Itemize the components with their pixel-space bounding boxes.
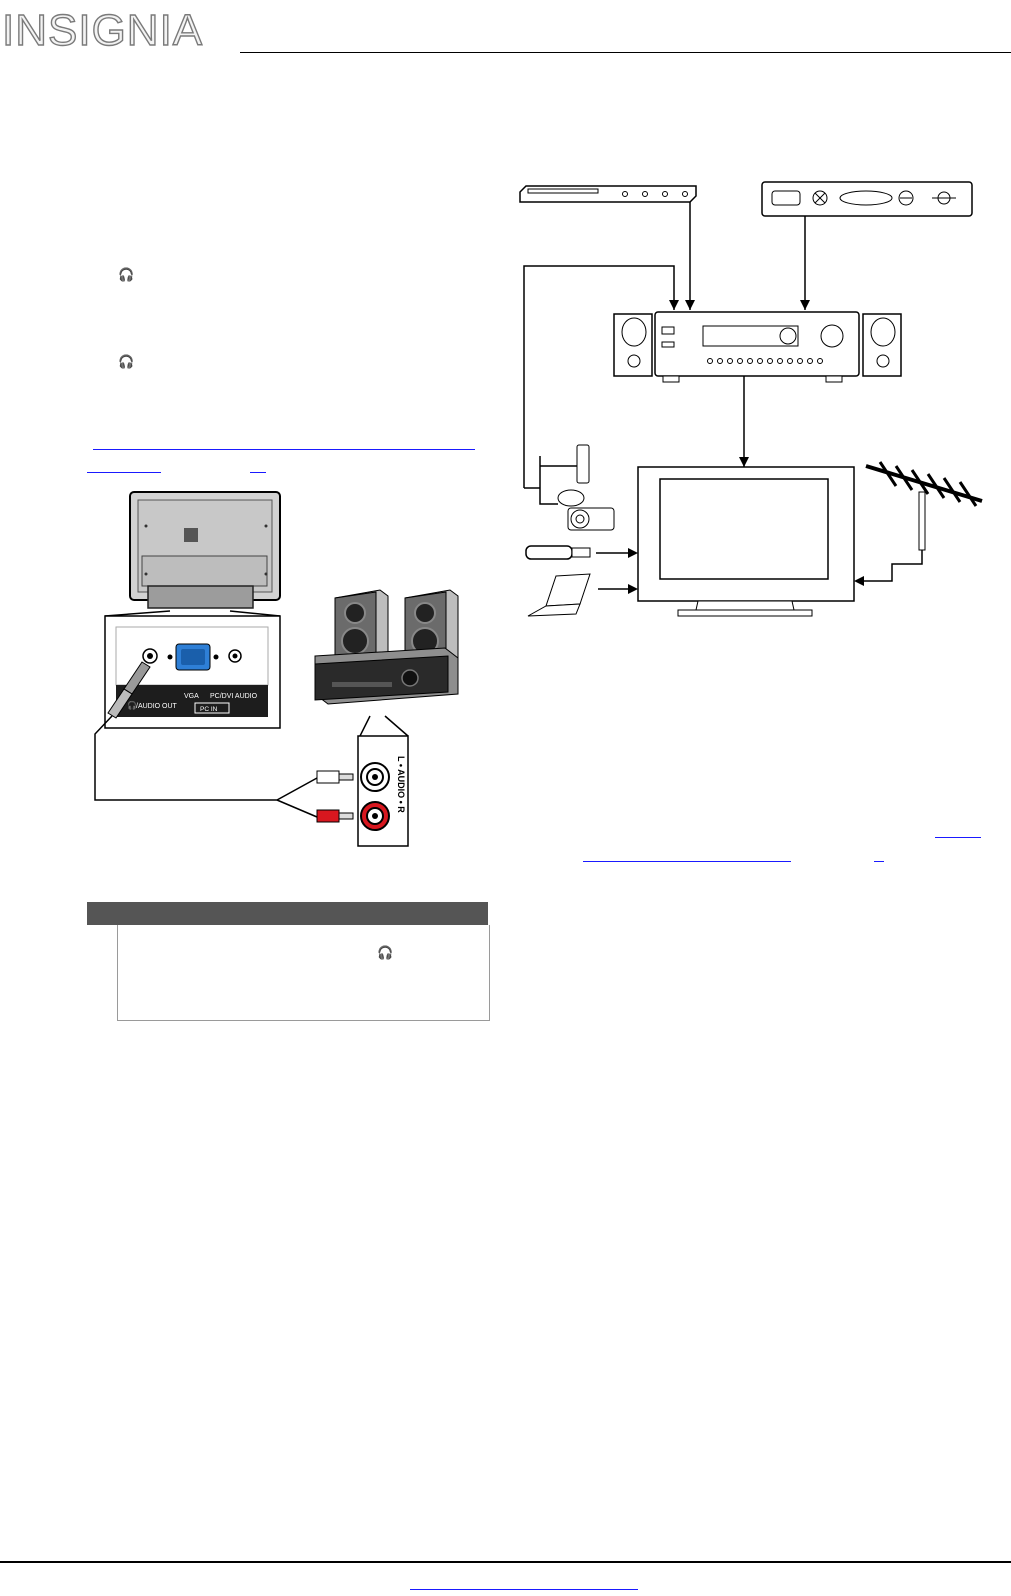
speaker-right [863, 314, 901, 376]
audio-out-label: /AUDIO OUT [136, 703, 178, 710]
pc-audio-label: PC/DVI AUDIO [210, 693, 258, 700]
set-top-box [762, 182, 972, 216]
vga-label: VGA [184, 693, 199, 700]
headphone-icon: 🎧 [377, 946, 393, 961]
home-theater-figure [520, 176, 1000, 636]
cross-reference-link[interactable] [93, 449, 475, 450]
laptop [528, 574, 590, 616]
footer-rule [0, 1561, 1011, 1563]
tv-back [130, 492, 280, 608]
note-box: 🎧 [117, 925, 490, 1021]
page-reference-link[interactable] [250, 472, 266, 473]
usb-drive [526, 546, 590, 559]
av-receiver [655, 312, 859, 382]
audio-port-label: L • AUDIO • R [396, 756, 406, 813]
cross-reference-link[interactable] [87, 472, 161, 473]
footer-link[interactable] [410, 1589, 638, 1590]
page-reference-link[interactable] [874, 861, 884, 862]
camcorder [568, 508, 614, 530]
tv-jack-panel: /AUDIO OUT 🎧 VGA PC/DVI AUDIO PC IN [105, 616, 280, 728]
cross-reference-link[interactable] [583, 861, 791, 862]
game-console [540, 445, 589, 506]
tv-to-stereo-figure: /AUDIO OUT 🎧 VGA PC/DVI AUDIO PC IN [80, 486, 500, 866]
antenna [854, 462, 982, 586]
dvd-player [520, 186, 696, 202]
note-header-bar [87, 902, 488, 925]
pc-in-label: PC IN [200, 706, 218, 713]
headphone-icon: 🎧 [118, 268, 134, 283]
speaker-left [614, 314, 652, 376]
audio-in-panel: L • AUDIO • R [358, 736, 408, 846]
cross-reference-link[interactable] [935, 837, 981, 838]
stereo-system [315, 590, 458, 704]
brand-logo: INSIGNIA [2, 4, 203, 58]
svg-text:🎧: 🎧 [127, 700, 137, 710]
header-rule [240, 52, 1011, 53]
headphone-icon: 🎧 [118, 355, 134, 370]
tv-front [638, 467, 854, 616]
